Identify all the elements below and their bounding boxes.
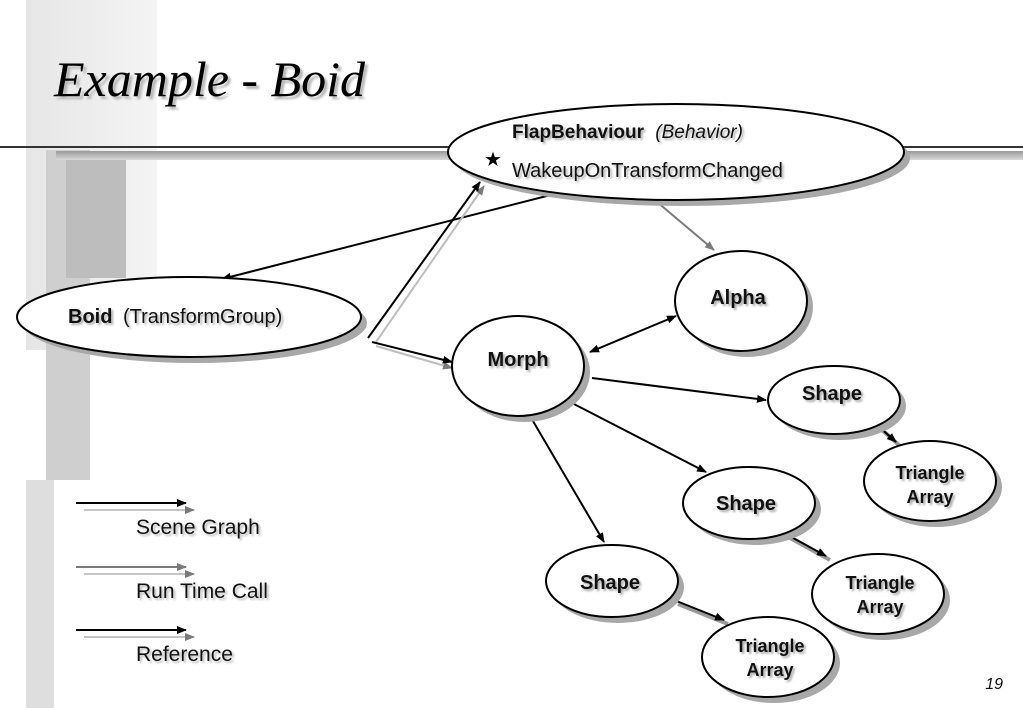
legend-reference-label: Reference: [136, 643, 233, 666]
boid-type: (TransformGroup): [123, 306, 282, 328]
edge-shape2-to-tri2-shadow: [789, 536, 831, 562]
edge-morph-to-shape3: [529, 415, 605, 543]
tri-1-line2: Array: [906, 487, 953, 507]
node-triangle-array-3: Triangle Array: [701, 616, 840, 703]
boid-name: Boid: [68, 306, 112, 328]
edge-morph-to-shape1: [591, 377, 767, 403]
shape-2-label: Shape: [716, 493, 776, 515]
legend-scene-graph-label: Scene Graph: [136, 516, 260, 539]
edge-morph-to-shape2: [569, 401, 707, 473]
node-flap-behaviour: FlapBehaviour (Behavior) ★ WakeupOnTrans…: [447, 103, 910, 206]
tri-2-line1: Triangle: [845, 573, 914, 593]
tri-3-line1: Triangle: [735, 636, 804, 656]
tri-2-line2: Array: [856, 597, 903, 617]
tri-1-line1: Triangle: [895, 463, 964, 483]
edge-boid-to-morph-runtime: [375, 345, 453, 370]
tri-3-line2: Array: [746, 660, 793, 680]
node-alpha: Alpha: [674, 250, 813, 357]
svg-text:Boid (TransformGroup): Boid (TransformGroup): [68, 306, 282, 328]
edge-shape3-to-tri3: [673, 599, 725, 621]
node-triangle-array-1: Triangle Array: [863, 440, 1002, 527]
legend-arrows: [76, 499, 195, 641]
morph-label: Morph: [487, 349, 548, 371]
flap-name: FlapBehaviour: [512, 122, 645, 143]
shape-3-label: Shape: [580, 572, 640, 594]
node-shape-2: Shape: [682, 466, 821, 545]
page-number: 19: [985, 676, 1003, 693]
edge-boid-to-flap-scene: [367, 181, 481, 339]
star-icon: ★: [484, 149, 502, 171]
svg-text:FlapBehaviour (Behavior): FlapBehaviour (Behavior): [512, 122, 743, 143]
background-bar-bottom: [26, 480, 54, 708]
edge-flap-to-boid-reference: [221, 187, 579, 281]
background-bar-dark: [66, 160, 126, 278]
node-shape-1: Shape: [767, 365, 906, 440]
edge-boid-to-morph-scene: [371, 341, 453, 364]
flap-type: (Behavior): [655, 122, 743, 143]
node-morph: Morph: [451, 315, 590, 422]
node-triangle-array-2: Triangle Array: [811, 553, 950, 640]
node-boid: Boid (TransformGroup): [16, 276, 367, 363]
alpha-label: Alpha: [710, 287, 766, 309]
slide-title: Example - Boid: [54, 51, 366, 107]
shape-1-label: Shape: [802, 383, 862, 405]
edge-shape3-to-tri3-shadow: [677, 602, 729, 626]
edge-boid-to-flap-runtime: [375, 185, 485, 343]
edge-morph-alpha: [589, 315, 677, 353]
flap-detail: WakeupOnTransformChanged: [512, 160, 783, 182]
node-shape-3: Shape: [545, 544, 684, 623]
legend-run-time-call-label: Run Time Call: [136, 580, 268, 603]
